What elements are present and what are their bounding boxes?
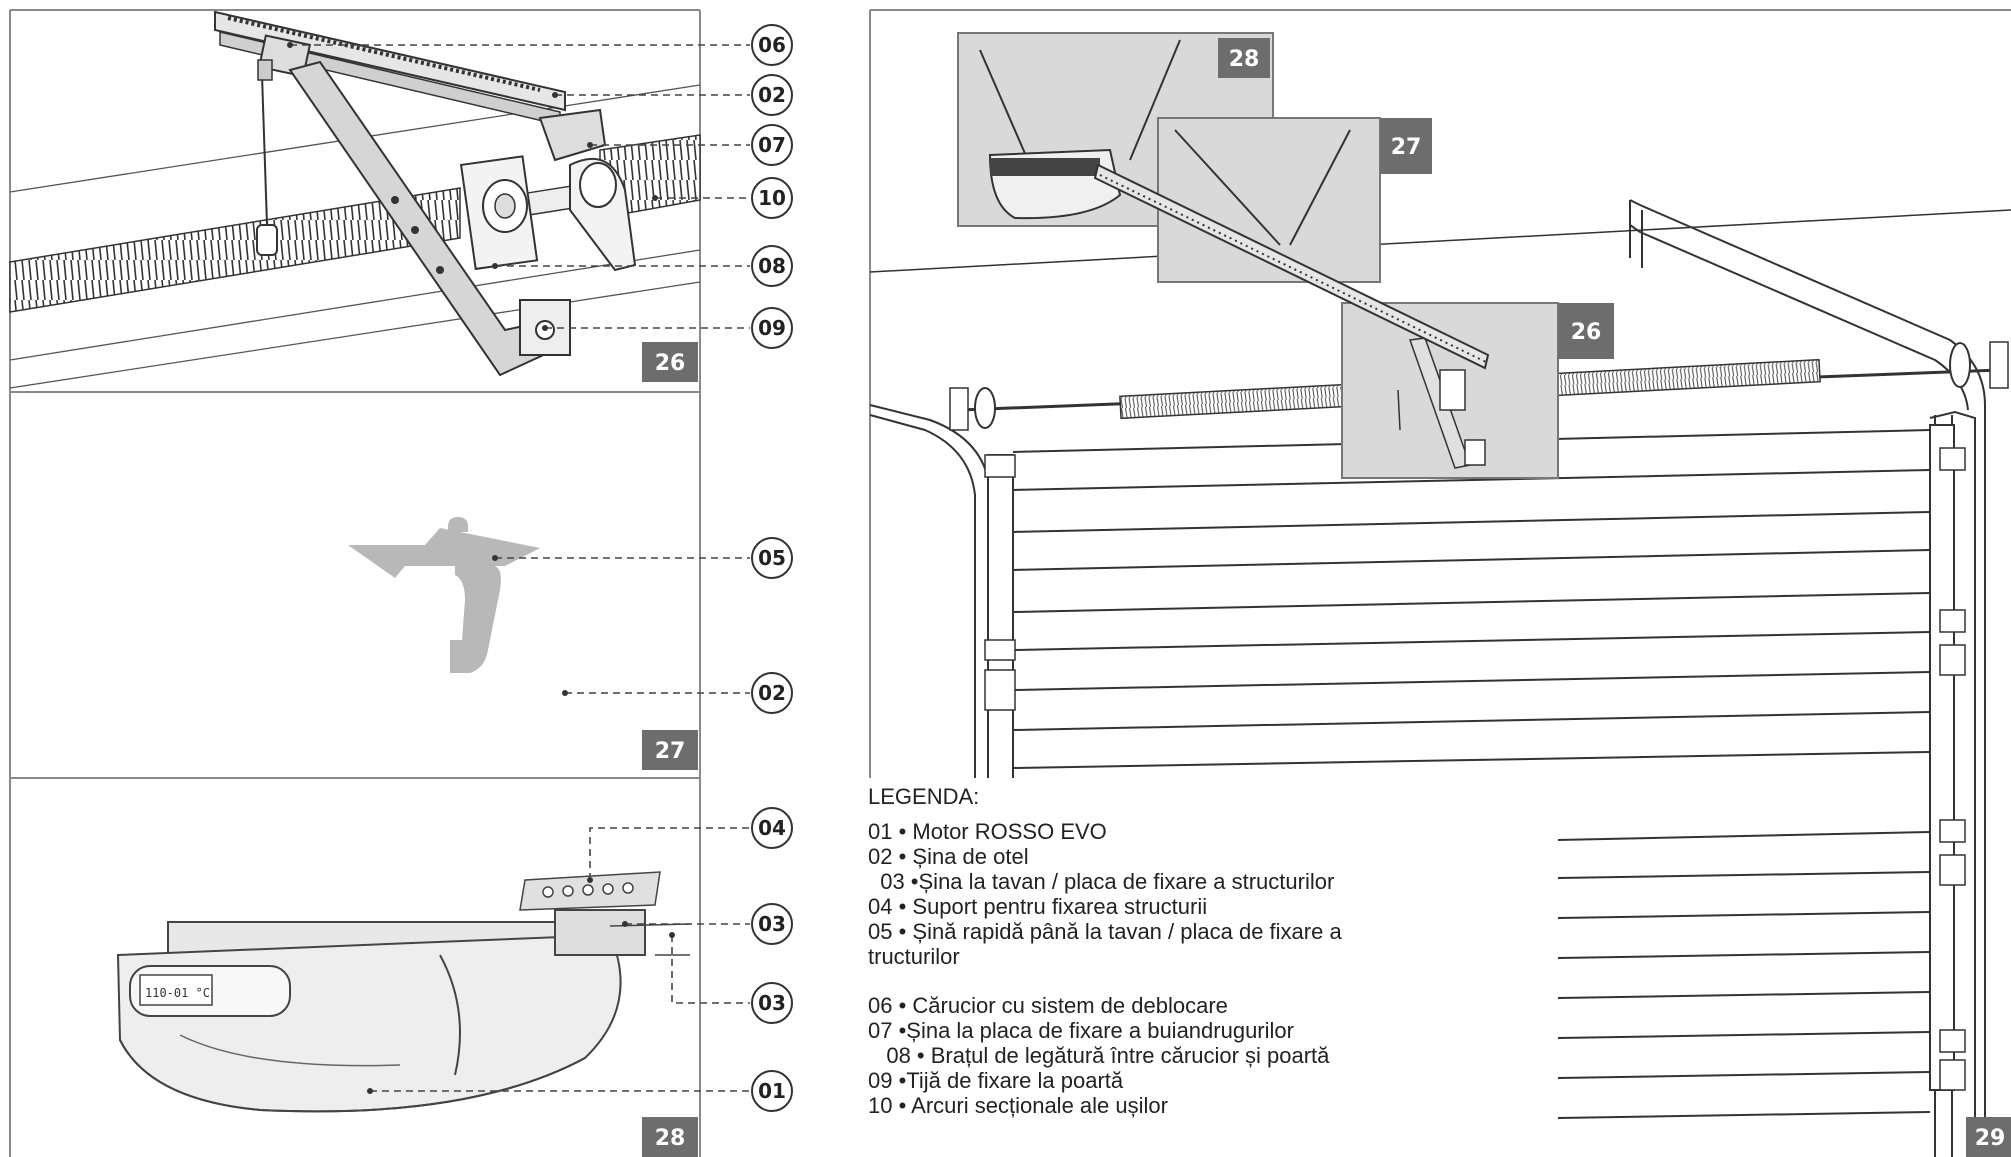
callout-03b-label: 03 xyxy=(758,991,786,1015)
callout-02-rail: 02 xyxy=(751,74,793,116)
badge-26-label: 26 xyxy=(655,351,686,376)
callout-01: 01 xyxy=(751,1070,793,1112)
legend-item-04: 04 • Suport pentru fixarea structurii xyxy=(868,894,1208,919)
callout-02-label: 02 xyxy=(758,83,786,107)
callout-10: 10 xyxy=(751,177,793,219)
callout-09: 09 xyxy=(751,307,793,349)
callout-02b-label: 02 xyxy=(758,681,786,705)
legend-item-08: 08 • Brațul de legătură între cărucior ș… xyxy=(868,1043,1330,1068)
badge-inset-26: 26 xyxy=(1558,303,1614,359)
leader-lines xyxy=(290,44,750,1092)
badge-inset-27: 27 xyxy=(1380,118,1432,174)
badge-29: 29 xyxy=(1966,1117,2011,1157)
legend-item-01: 01 • Motor ROSSO EVO xyxy=(868,819,1107,844)
badge-29-label: 29 xyxy=(1975,1126,2006,1151)
badge-28-label: 28 xyxy=(655,1126,686,1151)
legend-item-07: 07 •Șina la placa de fixare a buiandrugu… xyxy=(868,1018,1294,1043)
legend-title: LEGENDA: xyxy=(868,784,980,809)
callout-06-label: 06 xyxy=(758,33,786,57)
legend-spacer xyxy=(868,969,1558,993)
callout-05-label: 05 xyxy=(758,546,786,570)
badge-27-label: 27 xyxy=(655,739,686,764)
callout-03-bottom: 03 xyxy=(751,982,793,1024)
badge-inset-28: 28 xyxy=(1218,38,1270,78)
legend-item-02: 02 • Șina de otel xyxy=(868,844,1029,869)
callout-04: 04 xyxy=(751,807,793,849)
callout-04-label: 04 xyxy=(758,816,786,840)
callout-01-label: 01 xyxy=(758,1079,786,1103)
callout-09-label: 09 xyxy=(758,316,786,340)
detail-28-motor: 110-01 °C xyxy=(116,871,691,1113)
callout-08-label: 08 xyxy=(758,254,786,278)
callout-05: 05 xyxy=(751,537,793,579)
badge-inset-28-label: 28 xyxy=(1229,47,1260,72)
callout-07: 07 xyxy=(751,124,793,166)
callouts: 06 02 07 10 08 09 05 02 04 03 03 01 xyxy=(751,24,793,1112)
callout-06: 06 xyxy=(751,24,793,66)
motor-display-text: 110-01 °C xyxy=(145,986,210,1000)
panel-badges: 26 27 28 29 28 27 26 xyxy=(642,38,2011,1157)
callout-08: 08 xyxy=(751,245,793,287)
callout-03a-label: 03 xyxy=(758,912,786,936)
detail-27-drawing xyxy=(348,517,540,673)
legend-item-03: 03 •Șina la tavan / placa de fixare a st… xyxy=(868,869,1335,894)
callout-10-label: 10 xyxy=(758,186,786,210)
legend-item-06: 06 • Cărucior cu sistem de deblocare xyxy=(868,993,1228,1018)
callout-02-quick: 02 xyxy=(751,672,793,714)
callout-07-label: 07 xyxy=(758,133,786,157)
badge-28: 28 xyxy=(642,1117,698,1157)
legend-item-10: 10 • Arcuri secționale ale ușilor xyxy=(868,1093,1168,1118)
panel-frames xyxy=(9,9,2011,1157)
legend-item-09: 09 •Tijă de fixare la poartă xyxy=(868,1068,1124,1093)
detail-26-drawing xyxy=(9,10,701,389)
badge-26: 26 xyxy=(642,342,698,382)
callout-03-top: 03 xyxy=(751,903,793,945)
legend-item-05-cont: tructurilor xyxy=(868,944,960,969)
badge-inset-26-label: 26 xyxy=(1571,320,1602,345)
badge-27: 27 xyxy=(642,730,698,770)
leader-dots xyxy=(287,42,675,1094)
inset-26 xyxy=(1341,302,1559,479)
legend-box: LEGENDA: 01 • Motor ROSSO EVO 02 • Șina … xyxy=(868,778,1558,1157)
legend-item-05: 05 • Șină rapidă până la tavan / placa d… xyxy=(868,919,1342,944)
badge-inset-27-label: 27 xyxy=(1391,135,1422,160)
